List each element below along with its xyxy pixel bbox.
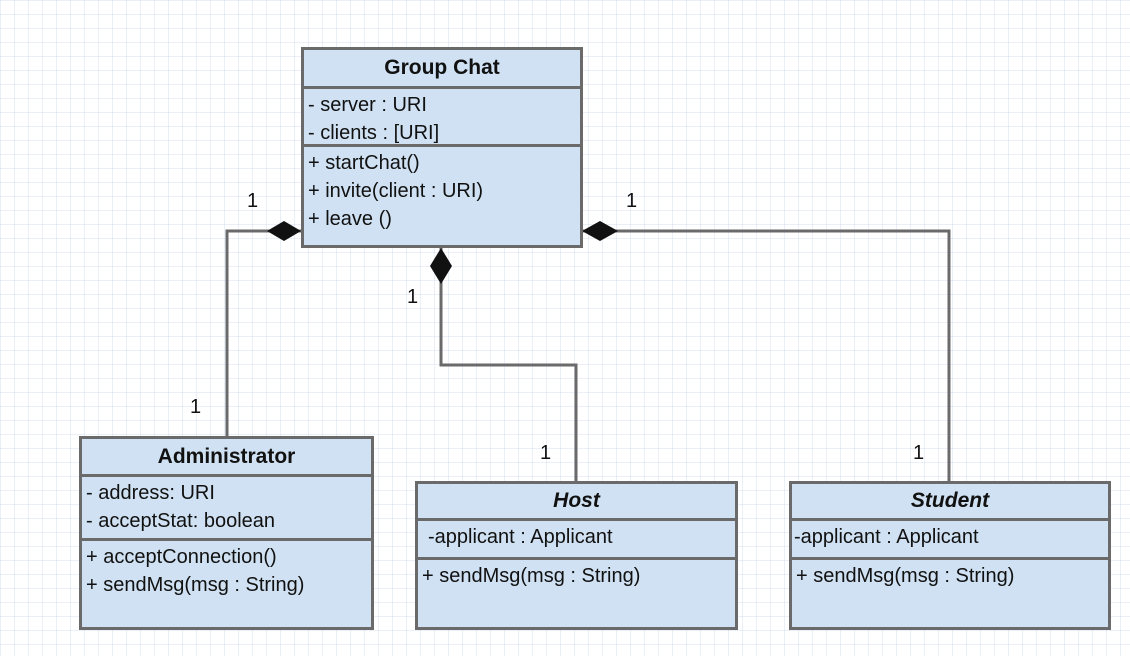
class-name: Administrator: [82, 439, 371, 477]
composition-line-student: [582, 229, 951, 482]
multiplicity-admin-whole: 1: [247, 190, 259, 212]
multiplicity-host-whole: 1: [407, 286, 419, 308]
class-name: Student: [792, 484, 1108, 521]
attribute: - acceptStat: boolean: [86, 510, 276, 532]
operation: + sendMsg(msg : String): [422, 565, 641, 587]
attributes-section: -applicant : Applicant: [418, 521, 735, 560]
attribute: - server : URI: [308, 94, 427, 116]
operations-section: + startChat() + invite(client : URI) + l…: [304, 147, 580, 245]
operation: + sendMsg(msg : String): [86, 574, 305, 596]
multiplicity-student-whole: 1: [626, 190, 638, 212]
class-name: Group Chat: [304, 50, 580, 89]
multiplicity-admin-part: 1: [190, 396, 202, 418]
operation: + invite(client : URI): [308, 180, 484, 202]
attribute: -applicant : Applicant: [794, 526, 979, 548]
operation: + sendMsg(msg : String): [796, 565, 1015, 587]
composition-diamond-student: [582, 221, 618, 241]
composition-diamond-host: [430, 248, 452, 284]
class-student[interactable]: Student -applicant : Applicant + sendMsg…: [789, 481, 1111, 630]
attributes-section: - address: URI - acceptStat: boolean: [82, 477, 371, 541]
composition-diamond-administrator: [267, 221, 301, 241]
attribute: -applicant : Applicant: [428, 526, 613, 548]
class-group-chat[interactable]: Group Chat - server : URI - clients : [U…: [301, 47, 583, 248]
operation: + acceptConnection(): [86, 546, 277, 568]
attribute: - clients : [URI]: [308, 122, 440, 144]
multiplicity-student-part: 1: [913, 442, 925, 464]
class-administrator[interactable]: Administrator - address: URI - acceptSta…: [79, 436, 374, 630]
class-host[interactable]: Host -applicant : Applicant + sendMsg(ms…: [415, 481, 738, 630]
operations-section: + sendMsg(msg : String): [792, 560, 1108, 627]
attribute: - address: URI: [86, 482, 215, 504]
multiplicity-host-part: 1: [540, 442, 552, 464]
composition-line-administrator: [225, 229, 301, 437]
operations-section: + acceptConnection() + sendMsg(msg : Str…: [82, 541, 371, 627]
attributes-section: - server : URI - clients : [URI]: [304, 89, 580, 147]
class-name: Host: [418, 484, 735, 521]
operation: + leave (): [308, 208, 392, 230]
attributes-section: -applicant : Applicant: [792, 521, 1108, 560]
operation: + startChat(): [308, 152, 420, 174]
composition-line-host: [439, 248, 578, 482]
operations-section: + sendMsg(msg : String): [418, 560, 735, 627]
